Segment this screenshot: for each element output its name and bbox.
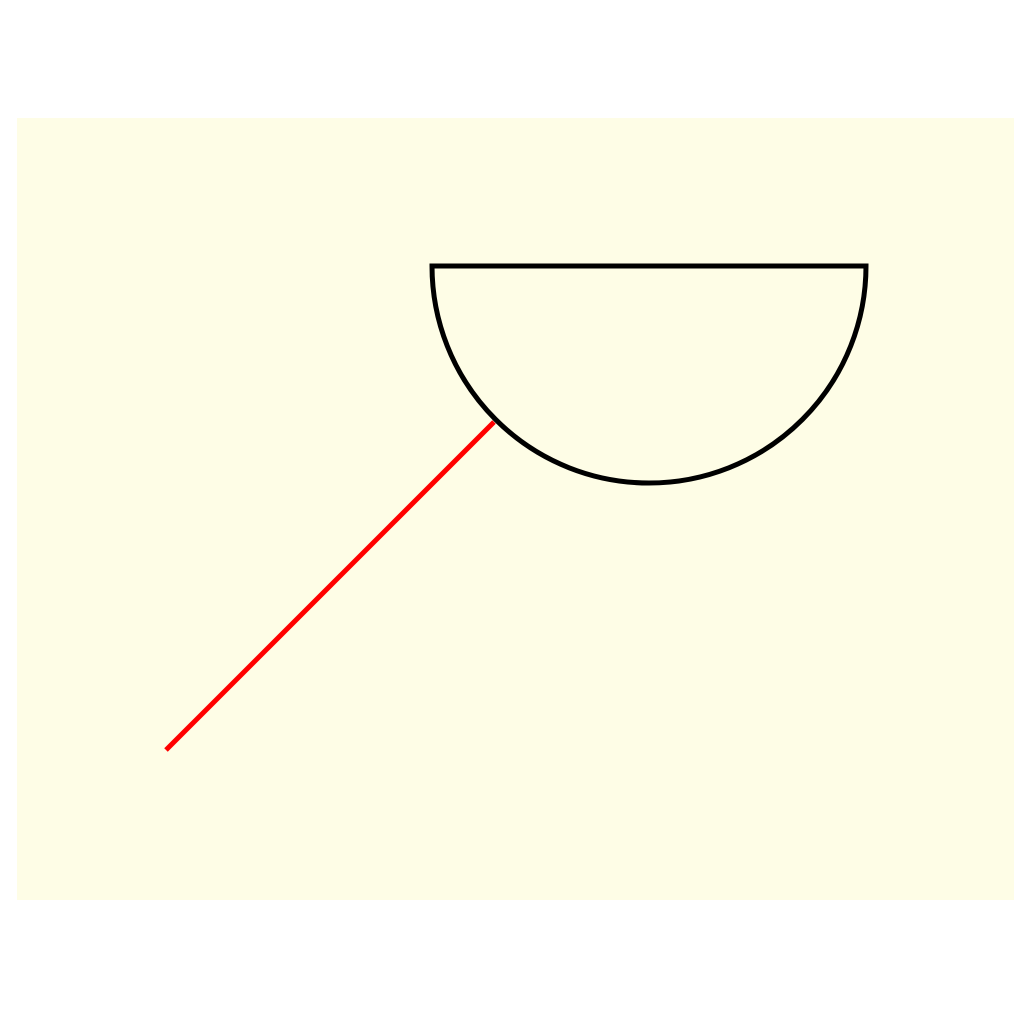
red-line: [164, 420, 496, 752]
semicircle-shape: [429, 263, 869, 486]
diagram-panel: [17, 118, 1014, 900]
